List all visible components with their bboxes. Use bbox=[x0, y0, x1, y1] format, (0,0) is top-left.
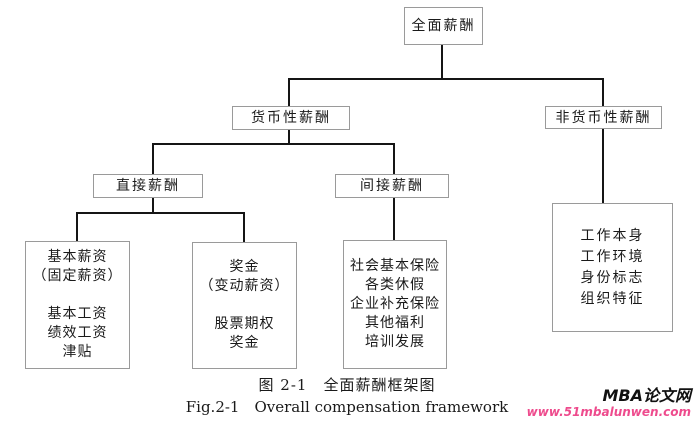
node-monetary-compensation: 货币性薪酬 bbox=[232, 106, 350, 130]
node-total-compensation: 全面薪酬 bbox=[404, 7, 483, 45]
node-direct-compensation: 直接薪酬 bbox=[93, 174, 203, 198]
watermark-site-name: MBA论文网 bbox=[602, 386, 691, 405]
watermark-site-url: www.51mbalunwen.com bbox=[526, 405, 691, 420]
node-non-monetary-items: 工作本身 工作环境 身份标志 组织特征 bbox=[552, 203, 673, 332]
figure-caption-chinese: 图 2-1 全面薪酬框架图 bbox=[258, 376, 436, 394]
node-base-salary-items: 基本薪资 （固定薪资） 基本工资 绩效工资 津贴 bbox=[25, 241, 130, 369]
node-non-monetary-compensation: 非货币性薪酬 bbox=[545, 106, 662, 129]
node-indirect-benefit-items: 社会基本保险 各类休假 企业补充保险 其他福利 培训发展 bbox=[343, 240, 447, 369]
watermark: MBA论文网 www.51mbalunwen.com bbox=[471, 386, 691, 420]
figure-caption-english: Fig.2-1 Overall compensation framework bbox=[185, 398, 509, 416]
node-bonus-items: 奖金 （变动薪资） 股票期权 奖金 bbox=[192, 242, 297, 369]
node-indirect-compensation: 间接薪酬 bbox=[335, 174, 449, 198]
